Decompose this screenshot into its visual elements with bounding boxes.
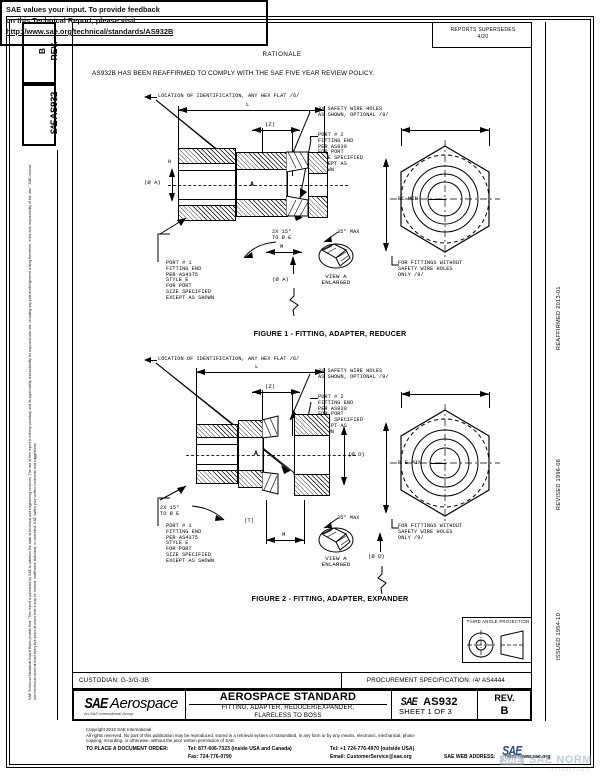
fig1-angle-15-note: 2X 15° TO Ø E [272,229,292,241]
fig2-angle-15-note: 2X 15° TO Ø E [160,505,180,517]
standards-board-disclaimer: SAE Technical Standards Board Rules prov… [28,164,38,700]
rationale-text: AS932B HAS BEEN REAFFIRMED TO COMPLY WIT… [92,70,375,77]
fig2-id-location-note: LOCATION OF IDENTIFICATION, ANY HEX FLAT… [158,356,300,362]
sae-logo-text: SAE [84,695,109,712]
order-email: Email: CustomerService@sae.org [330,754,412,760]
fig2-dim-Z: (Z) [265,383,276,390]
revision-cell: REV. B [22,22,59,84]
order-label: TO PLACE A DOCUMENT ORDER: [86,746,169,752]
fig2-dim-M: M [282,531,286,538]
sae-footer-logo: SAE [502,743,522,758]
sheet-border-inner [9,19,591,765]
procurement-spec-label: PROCUREMENT SPECIFICATION: /4/ AS4444 [366,677,506,684]
fig1-view-a-callout: A [250,181,254,188]
sheet-number: SHEET 1 OF 3 [399,707,452,716]
feedback-line-2: on this Technical Report, please visit [6,16,136,25]
supersedes-line1: REPORTS SUPERSEDES [450,27,516,33]
fig2-view-a-label: VIEW A ENLARGED [321,555,351,569]
fig2-view-a-enlarged-detail [318,527,354,553]
fig1-safety-wire-note: 3X SAFETY WIRE HOLES AS SHOWN, OPTIONAL … [318,106,389,118]
web-address-url: http://www.sae.org [505,754,551,760]
fig2-dim-D: (Ø D) [348,451,365,458]
fig1-view-a-enlarged-detail [318,243,354,269]
fig1-dim-C: ØC MIN [398,195,419,202]
fig2-safety-wire-note: 3X SAFETY WIRE HOLES AS SHOWN, OPTIONAL … [318,368,389,380]
sae-mark-titleblock: SAE [400,696,418,708]
fig2-view-a-callout: A [254,450,258,457]
title-block [72,689,532,721]
custodian-row: CUSTODIAN: G-3/G-3B PROCUREMENT SPECIFIC… [72,672,532,690]
right-margin-divider [545,22,546,721]
standard-title-line2: FLARELESS TO BOSS [254,712,322,719]
date-reaffirmed: REAFFIRMED 2013-01 [556,286,562,350]
fig2-port1-note: PORT # 1 FITTING END PER AS4375 STYLE E … [166,523,215,564]
date-revised: REVISED 1996-06 [556,458,562,510]
sae-logo-mark: SAE [49,121,60,135]
title-block-number-cell: SAE AS932 SHEET 1 OF 3 [391,689,477,721]
fig1-dim-H: H [168,159,172,165]
fig1-dim-A-lower: (Ø A) [272,276,289,283]
fig1-dim-L: L [246,101,250,108]
date-issued: ISSUED 1954-10 [556,612,562,660]
fig1-angle-35-note: 35° MAX [337,229,360,235]
rationale-heading: RATIONALE [262,51,302,58]
fig2-no-wire-note: FOR FITTINGS WITHOUT SAFETY WIRE HOLES O… [398,523,463,541]
aerospace-logo-text: Aerospace [109,695,179,712]
fig2-caption: FIGURE 2 - FITTING, ADAPTER, EXPANDER [251,594,409,603]
order-telephone-intl: Tel: +1 724-776-4970 (outside USA) [330,746,415,752]
logo-subtitle: An SAE International Group [84,711,134,716]
fig1-dim-Z: (Z) [265,121,276,128]
title-block-rev-label: REV. [494,693,515,703]
title-block-rev-cell: REV. B [477,689,532,721]
supersedes-line2: 4/20 [477,34,489,40]
fig1-id-location-note: LOCATION OF IDENTIFICATION, ANY HEX FLAT… [158,93,300,99]
document-number: AS932 [423,696,458,708]
standard-type: AEROSPACE STANDARD [219,691,357,703]
fig1-view-a-label: VIEW A ENLARGED [321,273,351,287]
fig1-dim-A: (Ø A) [144,179,161,186]
web-address-label: SAE WEB ADDRESS: [444,754,496,760]
fig2-dim-E: Ø E MIN [398,459,422,466]
copyright-line: Copyright 2013 SAE International [86,727,152,732]
standard-title-line1: FITTING, ADAPTER, REDUCER/EXPANDER, [221,704,355,711]
order-fax: Fax: 724-776-0790 [188,754,232,760]
fig2-dim-L: L [255,363,259,370]
fig1-dim-M: M [280,243,284,250]
feedback-box[interactable]: SAE values your input. To provide feedba… [0,0,268,46]
projection-title: THIRD ANGLE PROJECTION [466,619,530,624]
fig1-port1-note: PORT # 1 FITTING END PER AS4375 STYLE E … [166,260,215,301]
watermark-text: SAE NORM [528,754,592,766]
document-number-cell: SAEAS932 [22,84,60,146]
feedback-link[interactable]: http://www.sae.org/technical/standards/A… [6,27,174,36]
watermark-mark: SAE [499,755,525,765]
fig2-angle-35-note: 35° MAX [337,515,360,521]
rights-line-1: All rights reserved. No part of this pub… [86,733,416,738]
sidebar-doc-number: AS932 [49,91,60,120]
fig1-caption: FIGURE 1 - FITTING, ADAPTER, REDUCER [253,329,407,338]
margin-divider [57,150,58,720]
third-angle-projection-box: THIRD ANGLE PROJECTION [462,617,532,663]
sheet-border-outer [6,16,594,768]
feedback-line-1: SAE values your input. To provide feedba… [6,5,160,14]
fig2-dim-D-lower: (Ø D) [368,553,385,560]
watermark: SAE SAE NORM INTERNATIONAL [499,750,592,772]
title-block-title-cell: AEROSPACE STANDARD FITTING, ADAPTER, RED… [185,689,391,721]
fig2-dim-T: (T) [244,517,255,524]
order-telephone: Tel: 877-606-7323 (inside USA and Canada… [188,746,292,752]
rights-line-2: copying, recording, or otherwise, withou… [86,738,236,743]
watermark-sub: INTERNATIONAL [549,768,592,772]
custodian-label: CUSTODIAN: G-3/G-3B [79,677,150,684]
fig1-no-wire-note: FOR FITTINGS WITHOUT SAFETY WIRE HOLES O… [398,260,463,278]
third-angle-symbol-icon [467,630,524,660]
title-block-rev-value: B [500,705,509,717]
